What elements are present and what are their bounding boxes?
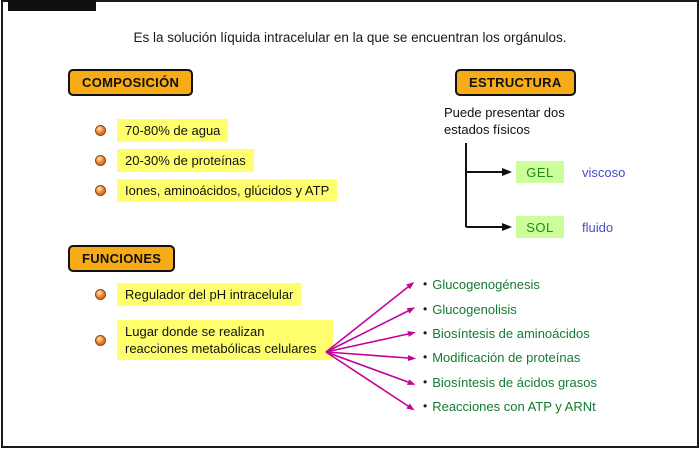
process-label: Biosíntesis de ácidos grasos xyxy=(432,374,597,390)
estructura-heading: ESTRUCTURA xyxy=(455,69,576,96)
composicion-item-label: 70-80% de agua xyxy=(117,119,229,142)
process-label: Modificación de proteínas xyxy=(432,349,581,365)
intro-text: Es la solución líquida intracelular en l… xyxy=(133,30,567,45)
process-label: Glucogenolisis xyxy=(432,301,517,317)
composicion-item: 70-80% de agua xyxy=(95,119,229,142)
process-item: • Reacciones con ATP y ARNt xyxy=(423,397,596,415)
process-label: Glucogenogénesis xyxy=(432,276,540,292)
funciones-heading: FUNCIONES xyxy=(68,245,176,272)
dot-bullet-icon: • xyxy=(423,399,428,413)
funciones-item: Lugar donde se realizan reacciones metab… xyxy=(95,320,333,360)
cropped-title-bar xyxy=(8,0,96,11)
process-item: • Modificación de proteínas xyxy=(423,348,580,366)
process-item: • Biosíntesis de ácidos grasos xyxy=(423,373,597,391)
composicion-item-label: 20-30% de proteínas xyxy=(117,149,254,172)
dot-bullet-icon: • xyxy=(423,350,428,364)
process-item: • Biosíntesis de aminoácidos xyxy=(423,324,590,342)
composicion-heading: COMPOSICIÓN xyxy=(68,69,194,96)
orange-bullet-icon xyxy=(95,125,106,136)
composicion-item-label: Iones, aminoácidos, glúcidos y ATP xyxy=(117,179,338,202)
state-sol-property: fluido xyxy=(582,220,614,235)
estructura-subtitle: Puede presentar dos estados físicos xyxy=(444,105,565,137)
state-gel-property: viscoso xyxy=(582,165,626,180)
dot-bullet-icon: • xyxy=(423,375,428,389)
dot-bullet-icon: • xyxy=(423,302,428,316)
state-sol-box: SOL xyxy=(516,216,564,238)
orange-bullet-icon xyxy=(95,155,106,166)
funciones-item-label: Regulador del pH intracelular xyxy=(117,283,302,306)
process-label: Biosíntesis de aminoácidos xyxy=(432,325,590,341)
process-item: • Glucogenogénesis xyxy=(423,275,540,293)
process-label: Reacciones con ATP y ARNt xyxy=(432,398,596,414)
funciones-item-label: Lugar donde se realizan reacciones metab… xyxy=(117,320,333,360)
orange-bullet-icon xyxy=(95,185,106,196)
orange-bullet-icon xyxy=(95,289,106,300)
process-item: • Glucogenolisis xyxy=(423,300,517,318)
orange-bullet-icon xyxy=(95,334,106,346)
funciones-item: Regulador del pH intracelular xyxy=(95,283,302,306)
dot-bullet-icon: • xyxy=(423,326,428,340)
dot-bullet-icon: • xyxy=(423,277,428,291)
state-gel-box: GEL xyxy=(516,161,564,183)
composicion-item: Iones, aminoácidos, glúcidos y ATP xyxy=(95,179,338,202)
composicion-item: 20-30% de proteínas xyxy=(95,149,254,172)
